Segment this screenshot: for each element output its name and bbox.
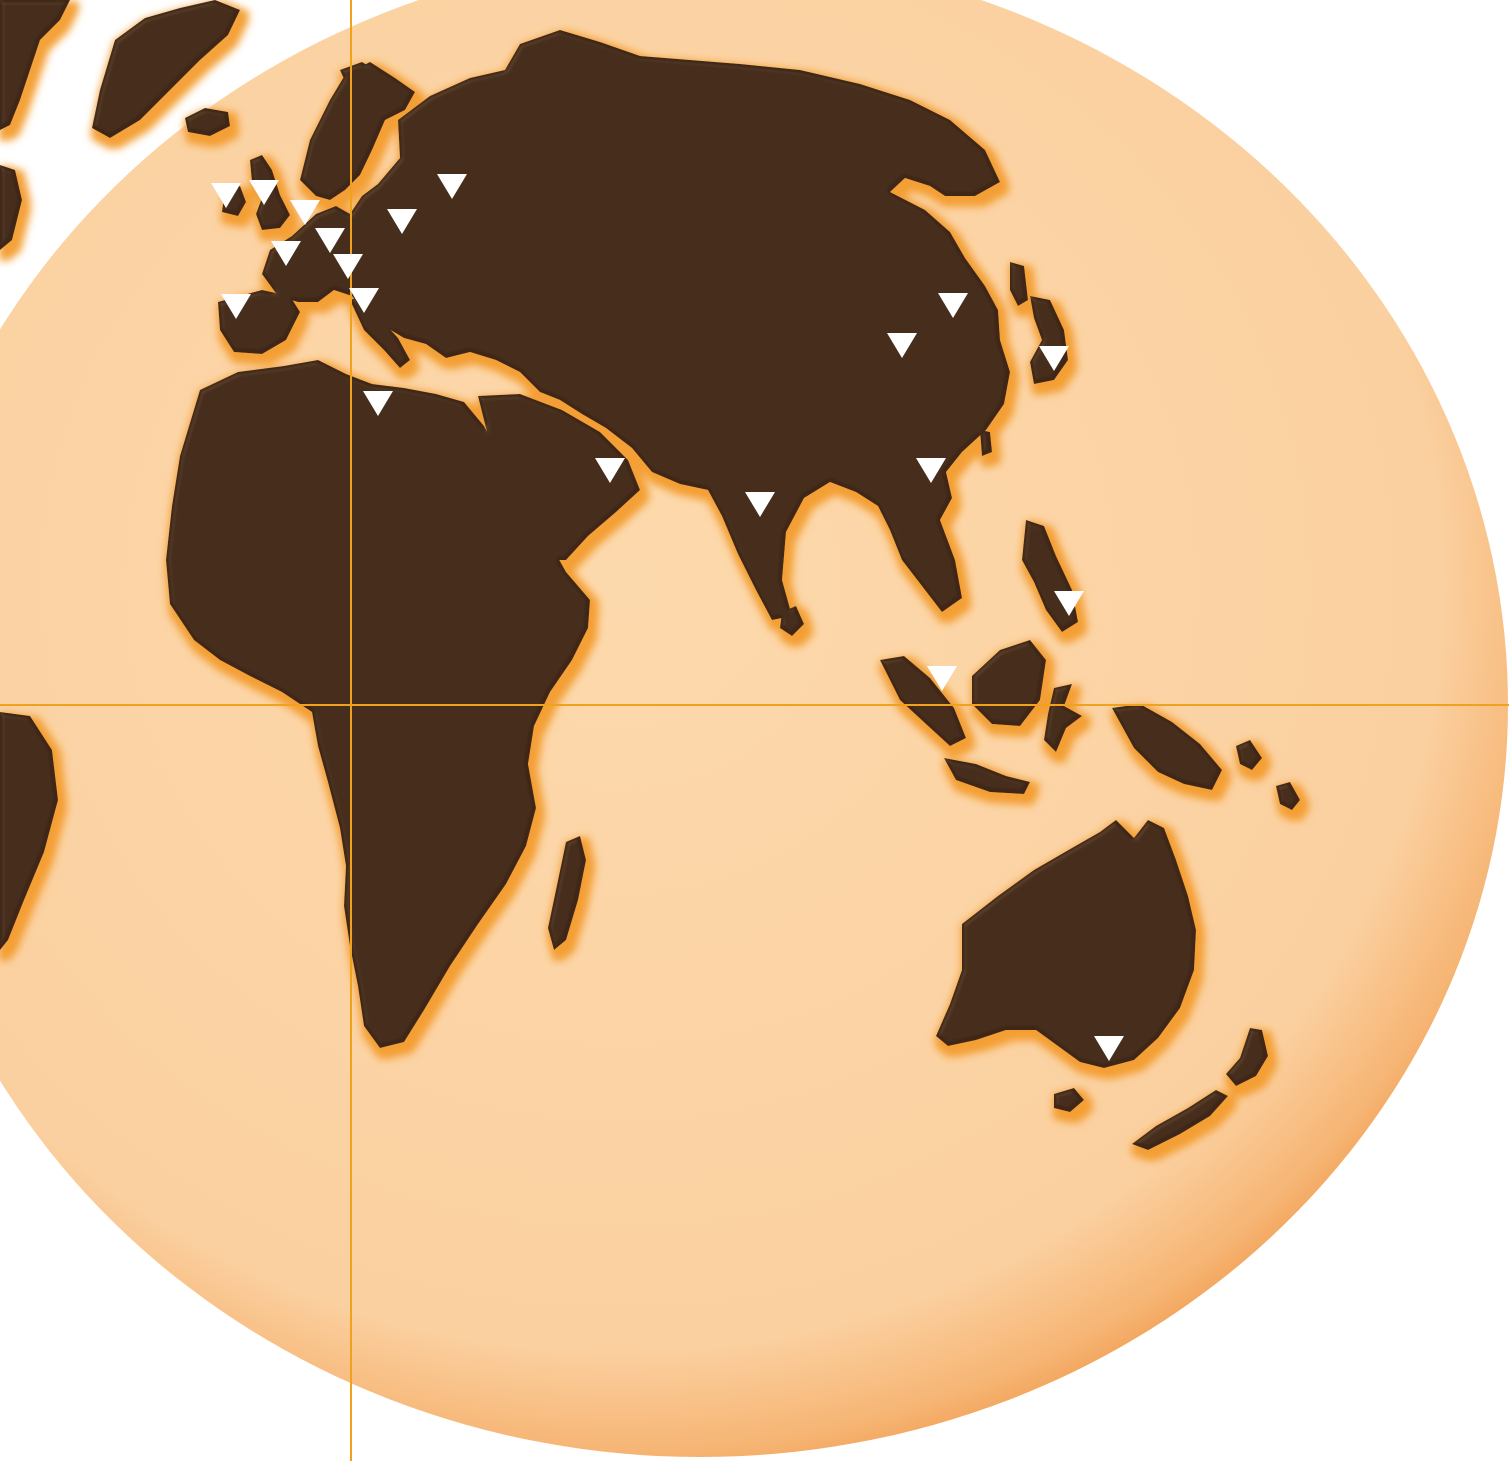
marker-spain[interactable]	[221, 294, 251, 319]
marker-germany[interactable]	[387, 209, 417, 234]
marker-arabia[interactable]	[595, 458, 625, 483]
land-sulawesi	[1044, 684, 1082, 752]
land-taiwan	[980, 430, 992, 456]
land-new-guinea	[1112, 704, 1222, 790]
land-arabia	[478, 394, 640, 560]
land-sri-lanka	[780, 606, 804, 636]
marker-france[interactable]	[271, 241, 301, 266]
marker-switzerland[interactable]	[333, 254, 363, 279]
marker-poland[interactable]	[437, 174, 467, 199]
marker-uk-south[interactable]	[290, 200, 320, 225]
marker-china-south[interactable]	[916, 458, 946, 483]
land-iceland	[185, 108, 230, 136]
marker-ireland[interactable]	[211, 183, 241, 208]
marker-china-north[interactable]	[887, 333, 917, 358]
marker-japan[interactable]	[1039, 346, 1069, 371]
land-sakhalin	[1010, 262, 1028, 306]
land-canada-edge	[0, 0, 70, 130]
land-madagascar	[548, 836, 586, 950]
marker-libya[interactable]	[363, 391, 393, 416]
land-scandinavia	[300, 62, 415, 200]
marker-uk-north[interactable]	[249, 180, 279, 205]
land-south-america-edge	[0, 712, 58, 950]
land-sumatra	[880, 656, 966, 746]
land-australia	[936, 820, 1196, 1068]
location-markers	[211, 174, 1124, 1061]
marker-australia[interactable]	[1094, 1036, 1124, 1061]
land-new-zealand-north	[1226, 1028, 1268, 1086]
land-canada-island	[0, 165, 22, 250]
marker-korea[interactable]	[938, 293, 968, 318]
land-vanuatu	[1276, 782, 1300, 810]
land-tasmania	[1054, 1088, 1084, 1112]
land-greenland	[92, 0, 240, 138]
marker-netherlands[interactable]	[315, 228, 345, 253]
land-italy	[350, 296, 410, 368]
marker-india[interactable]	[745, 492, 775, 517]
land-solomons	[1236, 740, 1262, 770]
land-java	[944, 758, 1030, 794]
land-new-zealand-south	[1132, 1090, 1228, 1150]
marker-singapore[interactable]	[927, 666, 957, 691]
marker-italy[interactable]	[349, 288, 379, 313]
marker-philippines[interactable]	[1054, 591, 1084, 616]
